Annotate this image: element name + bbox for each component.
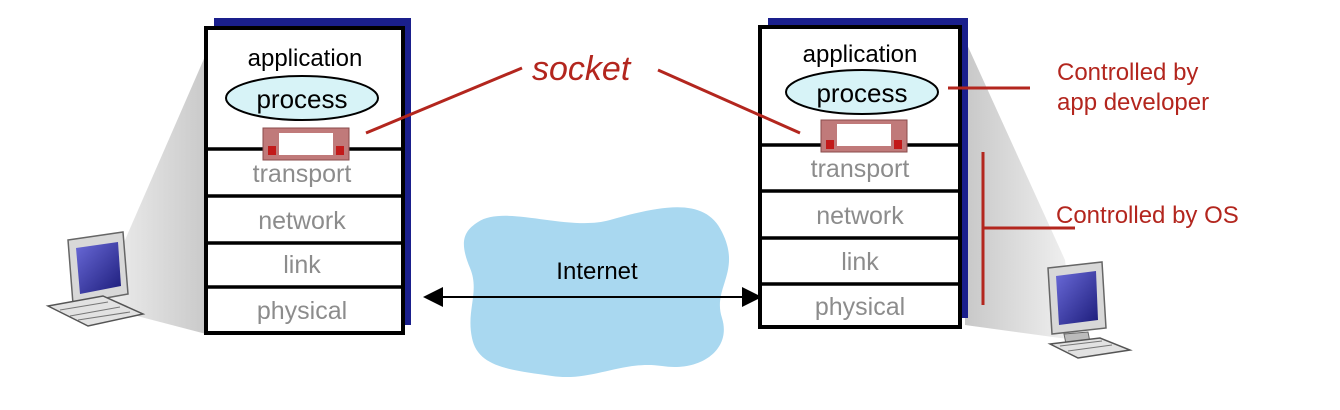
internet-label: Internet bbox=[556, 258, 638, 285]
process-label: process bbox=[256, 84, 347, 114]
layer-label-transport: transport bbox=[253, 160, 352, 188]
layer-label-network: network bbox=[258, 207, 346, 235]
layer-label-network: network bbox=[816, 202, 904, 230]
right-protocol-stack: application process transport network li… bbox=[758, 18, 968, 329]
process-ellipse bbox=[225, 75, 379, 121]
layer-label-link: link bbox=[283, 251, 321, 279]
right-host-beam bbox=[965, 40, 1075, 340]
socket-label: socket bbox=[532, 50, 632, 88]
app-controlled-label-line2: app developer bbox=[1057, 89, 1209, 116]
layer-label-physical: physical bbox=[815, 293, 905, 321]
socket-icon bbox=[820, 119, 908, 153]
layer-label-physical: physical bbox=[257, 297, 347, 325]
application-label: application bbox=[248, 45, 363, 72]
socket-pointer-left bbox=[365, 66, 523, 135]
layer-label-link: link bbox=[841, 248, 879, 276]
layer-label-transport: transport bbox=[811, 155, 910, 183]
computer-icon bbox=[1047, 261, 1133, 359]
cloud-icon bbox=[463, 207, 730, 378]
process-label: process bbox=[816, 78, 907, 108]
application-label: application bbox=[803, 41, 918, 68]
process-ellipse bbox=[785, 69, 939, 115]
socket-pointer-right bbox=[657, 68, 801, 135]
computer-icon bbox=[45, 231, 146, 327]
left-protocol-stack: application process transport network li… bbox=[204, 18, 411, 335]
os-controlled-label: Controlled by OS bbox=[1056, 202, 1239, 229]
socket-icon bbox=[262, 127, 350, 161]
app-controlled-label-line1: Controlled by bbox=[1057, 59, 1198, 86]
